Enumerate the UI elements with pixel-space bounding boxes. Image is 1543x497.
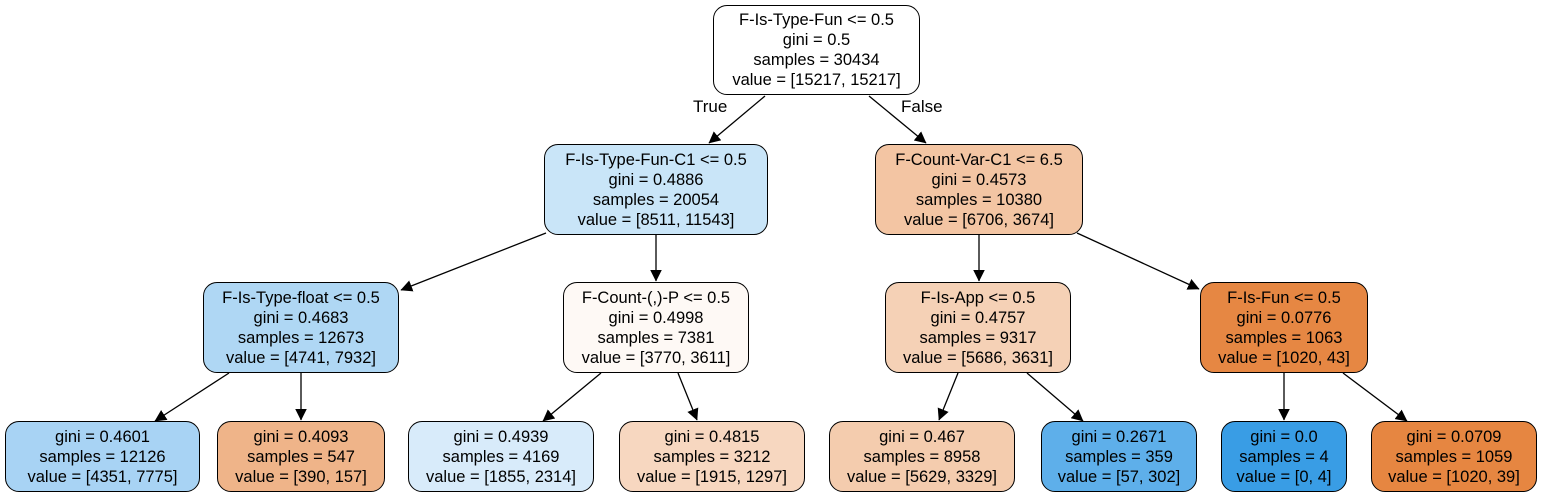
node-gini: gini = 0.4998	[608, 308, 704, 327]
node-gini: gini = 0.0	[1250, 427, 1318, 446]
tree-node-n1: F-Is-Type-Fun-C1 <= 0.5 gini = 0.4886 sa…	[544, 144, 768, 235]
tree-node-n3: F-Is-Type-float <= 0.5 gini = 0.4683 sam…	[203, 282, 399, 373]
node-samples: samples = 8958	[863, 447, 981, 466]
edge-n4-l3	[542, 372, 602, 422]
node-samples: samples = 3212	[653, 447, 771, 466]
tree-leaf-l3: gini = 0.4939 samples = 4169 value = [18…	[408, 421, 594, 492]
tree-node-n4: F-Count-(,)-P <= 0.5 gini = 0.4998 sampl…	[563, 282, 749, 373]
node-gini: gini = 0.4757	[930, 308, 1026, 327]
tree-node-n2: F-Count-Var-C1 <= 6.5 gini = 0.4573 samp…	[875, 144, 1083, 235]
node-samples: samples = 4169	[442, 447, 560, 466]
tree-leaf-l5: gini = 0.467 samples = 8958 value = [562…	[829, 421, 1015, 492]
node-value: value = [5686, 3631]	[903, 348, 1053, 367]
node-gini: gini = 0.4573	[931, 170, 1027, 189]
node-samples: samples = 1063	[1225, 328, 1343, 347]
edge-n2-n6	[1076, 232, 1200, 290]
node-samples: samples = 30434	[753, 51, 880, 69]
node-value: value = [0, 4]	[1236, 467, 1332, 486]
edge-n4-l4	[677, 372, 699, 421]
node-samples: samples = 359	[1065, 447, 1173, 466]
node-value: value = [1020, 43]	[1218, 348, 1350, 367]
edge-label-true: True	[693, 97, 728, 116]
edge-root-n2	[868, 95, 927, 144]
node-samples: samples = 9317	[919, 328, 1037, 347]
node-samples: samples = 547	[247, 447, 355, 466]
node-samples: samples = 1059	[1395, 447, 1513, 466]
node-samples: samples = 12673	[237, 328, 365, 347]
node-samples: samples = 4	[1239, 447, 1329, 466]
node-value: value = [5629, 3329]	[847, 467, 997, 486]
node-value: value = [6706, 3674]	[904, 210, 1054, 229]
node-value: value = [8511, 11543]	[577, 210, 735, 229]
edge-n6-l8	[1342, 372, 1408, 422]
edge-label-false: False	[901, 97, 943, 116]
node-value: value = [1915, 1297]	[637, 467, 787, 486]
tree-leaf-l7: gini = 0.0 samples = 4 value = [0, 4]	[1221, 421, 1347, 492]
node-value: value = [1855, 2314]	[426, 467, 576, 486]
node-samples: samples = 12126	[39, 447, 166, 466]
node-condition: F-Count-Var-C1 <= 6.5	[895, 150, 1063, 169]
node-gini: gini = 0.4683	[253, 308, 349, 327]
edge-n5-l6	[1026, 372, 1084, 422]
node-samples: samples = 7381	[597, 328, 715, 347]
tree-leaf-l6: gini = 0.2671 samples = 359 value = [57,…	[1041, 421, 1197, 492]
tree-node-n5: F-Is-App <= 0.5 gini = 0.4757 samples = …	[885, 282, 1071, 373]
node-gini: gini = 0.0709	[1406, 427, 1502, 446]
node-value: value = [57, 302]	[1057, 467, 1181, 486]
node-condition: F-Is-Type-Fun-C1 <= 0.5	[565, 150, 747, 169]
node-gini: gini = 0.467	[879, 427, 965, 446]
tree-leaf-l8: gini = 0.0709 samples = 1059 value = [10…	[1371, 421, 1537, 492]
node-value: value = [1020, 39]	[1388, 467, 1520, 486]
node-value: value = [15217, 15217]	[732, 71, 901, 89]
edge-n3-l1	[154, 372, 230, 422]
tree-leaf-l4: gini = 0.4815 samples = 3212 value = [19…	[619, 421, 805, 492]
node-value: value = [4351, 7775]	[27, 467, 178, 486]
tree-node-n6: F-Is-Fun <= 0.5 gini = 0.0776 samples = …	[1200, 282, 1368, 373]
node-samples: samples = 20054	[592, 190, 720, 209]
node-gini: gini = 0.2671	[1071, 427, 1167, 446]
node-condition: F-Is-Fun <= 0.5	[1227, 288, 1341, 307]
node-condition: F-Is-App <= 0.5	[920, 288, 1036, 307]
edge-root-n1	[708, 95, 766, 144]
edge-n1-n3	[400, 232, 547, 292]
node-gini: gini = 0.5	[782, 31, 851, 49]
tree-node-root: F-Is-Type-Fun <= 0.5 gini = 0.5 samples …	[713, 5, 920, 95]
tree-leaf-l1: gini = 0.4601 samples = 12126 value = [4…	[5, 421, 200, 492]
node-gini: gini = 0.4939	[453, 427, 549, 446]
node-gini: gini = 0.4093	[253, 427, 349, 446]
node-condition: F-Count-(,)-P <= 0.5	[581, 288, 731, 307]
node-gini: gini = 0.4815	[664, 427, 760, 446]
edge-n5-l5	[937, 372, 959, 421]
node-condition: F-Is-Type-Fun <= 0.5	[739, 11, 894, 29]
node-gini: gini = 0.4886	[608, 170, 704, 189]
node-gini: gini = 0.4601	[55, 427, 150, 446]
node-samples: samples = 10380	[915, 190, 1043, 209]
node-value: value = [4741, 7932]	[226, 348, 376, 367]
node-value: value = [3770, 3611]	[581, 348, 731, 367]
node-condition: F-Is-Type-float <= 0.5	[222, 288, 380, 307]
node-value: value = [390, 157]	[235, 467, 367, 486]
tree-leaf-l2: gini = 0.4093 samples = 547 value = [390…	[217, 421, 385, 492]
node-gini: gini = 0.0776	[1236, 308, 1332, 327]
